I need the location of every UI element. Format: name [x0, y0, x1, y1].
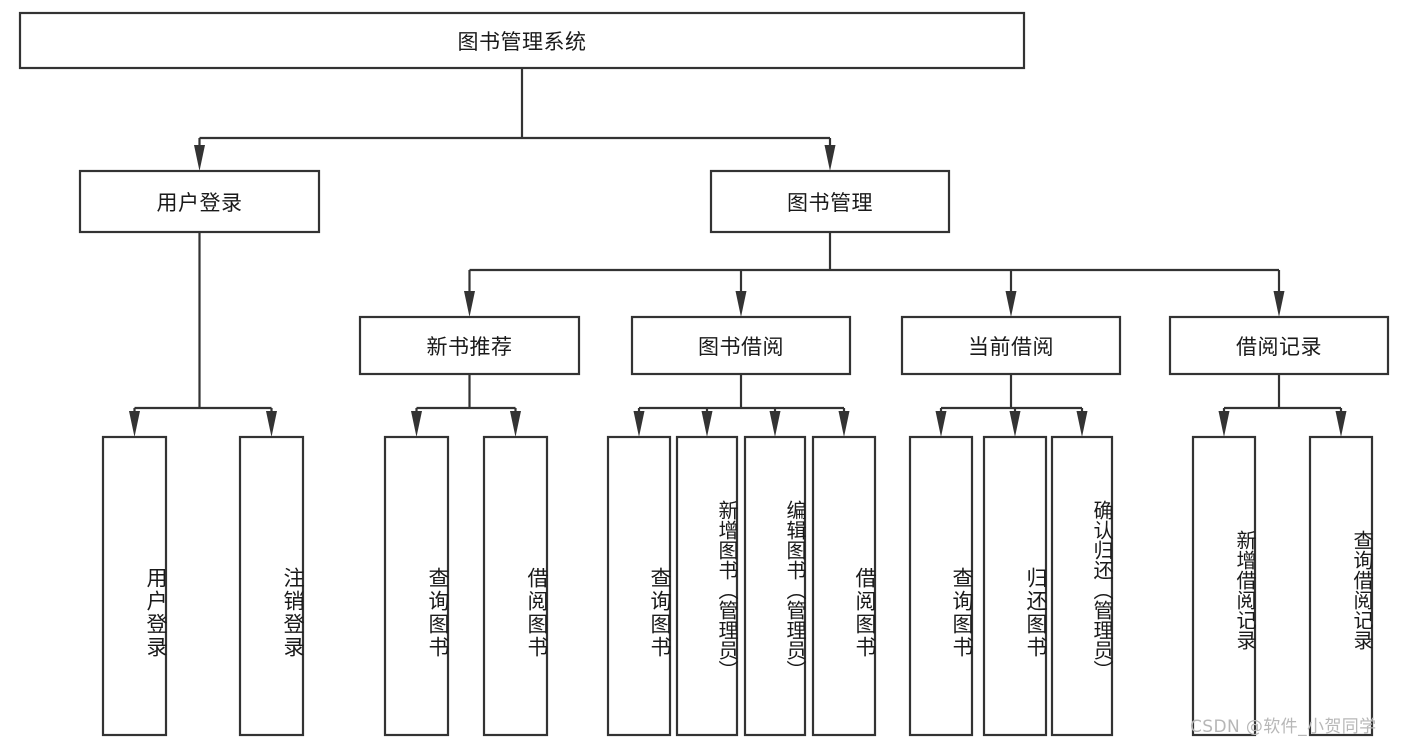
arrow-leaf-book-borrow-leaf-add-book-admin: [701, 411, 713, 437]
arrow-book-manage-borrow-record: [1273, 291, 1285, 317]
arrow-leaf-book-borrow-leaf-edit-book-admin: [769, 411, 781, 437]
arrow-leaf-book-borrow-leaf-query-book-2: [633, 411, 645, 437]
node-box-leaf-edit-book-admin[interactable]: [743, 435, 807, 737]
node-box-borrow-record[interactable]: [1168, 315, 1390, 376]
node-box-book-borrow[interactable]: [630, 315, 852, 376]
node-box-leaf-query-record[interactable]: [1308, 435, 1374, 737]
node-box-leaf-query-book-3[interactable]: [908, 435, 974, 737]
arrow-leaf-current-borrow-leaf-confirm-return: [1076, 411, 1088, 437]
arrowheads-layer: [129, 145, 1347, 437]
arrow-leaf-new-book-rec-leaf-query-book-1: [411, 411, 422, 437]
node-box-leaf-borrow-book-2[interactable]: [811, 435, 877, 737]
arrow-root-user-login: [194, 145, 205, 171]
arrow-book-manage-current-borrow: [1005, 291, 1017, 317]
arrow-leaf-new-book-rec-leaf-borrow-book-1: [510, 411, 521, 437]
arrow-leaf-borrow-record-leaf-query-record: [1335, 411, 1347, 437]
arrow-leaf-user-login-leaf-user-logout: [266, 411, 277, 437]
boxes-layer: [18, 11, 1390, 737]
arrow-leaf-borrow-record-leaf-add-record: [1218, 411, 1230, 437]
csdn-watermark: CSDN @软件_小贺同学: [1190, 717, 1377, 737]
node-box-leaf-user-logout[interactable]: [238, 435, 305, 737]
arrow-book-manage-book-borrow: [735, 291, 747, 317]
node-box-book-manage[interactable]: [709, 169, 951, 234]
arrow-leaf-user-login-leaf-user-login: [129, 411, 140, 437]
node-box-leaf-user-login[interactable]: [101, 435, 168, 737]
node-box-leaf-confirm-return[interactable]: [1050, 435, 1114, 737]
node-box-user-login[interactable]: [78, 169, 321, 234]
arrow-book-manage-new-book-rec: [464, 291, 475, 317]
arrow-leaf-current-borrow-leaf-return-book: [1009, 411, 1021, 437]
node-box-leaf-add-book-admin[interactable]: [675, 435, 739, 737]
node-box-leaf-add-record[interactable]: [1191, 435, 1257, 737]
arrow-leaf-current-borrow-leaf-query-book-3: [935, 411, 947, 437]
node-box-leaf-return-book[interactable]: [982, 435, 1048, 737]
node-box-current-borrow[interactable]: [900, 315, 1122, 376]
node-box-new-book-rec[interactable]: [358, 315, 581, 376]
connectors-layer: [133, 68, 1343, 411]
node-box-leaf-query-book-1[interactable]: [383, 435, 450, 737]
node-box-leaf-query-book-2[interactable]: [606, 435, 672, 737]
arrow-root-book-manage: [824, 145, 836, 171]
arrow-leaf-book-borrow-leaf-borrow-book-2: [838, 411, 850, 437]
node-box-leaf-borrow-book-1[interactable]: [482, 435, 549, 737]
node-box-root[interactable]: [18, 11, 1026, 70]
